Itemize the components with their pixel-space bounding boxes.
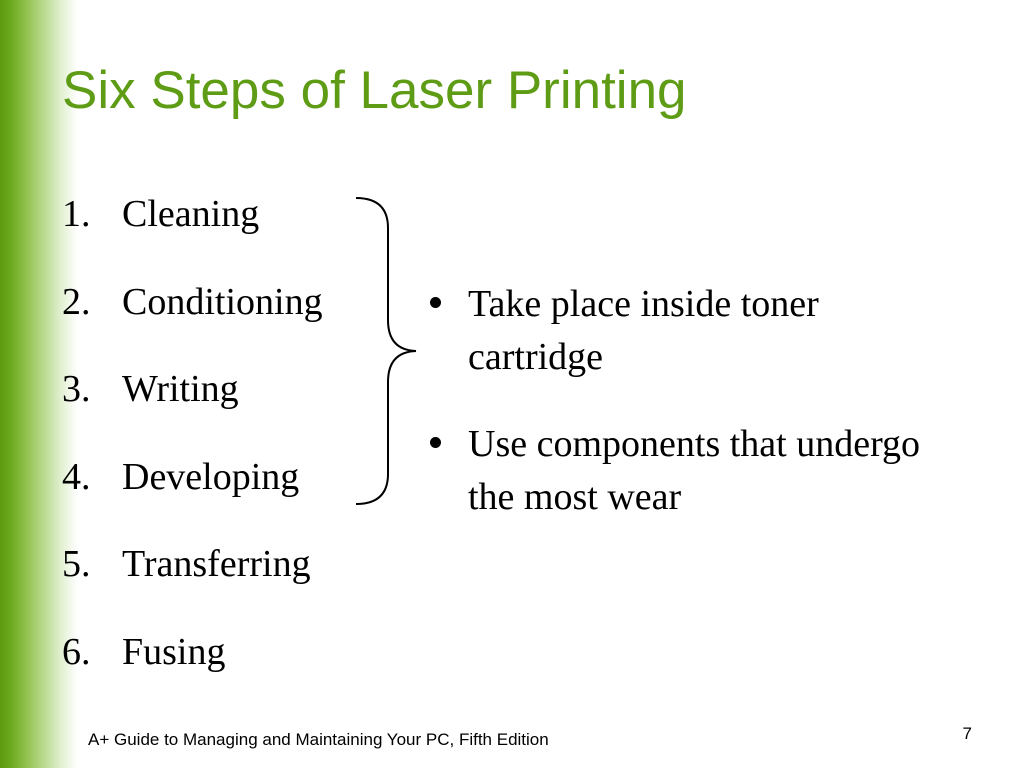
bullet-item: Take place inside toner cartridge <box>430 278 950 384</box>
step-label: Writing <box>122 368 239 411</box>
bullet-dot-icon <box>430 437 441 448</box>
step-item: 2. Conditioning <box>62 278 323 366</box>
step-label: Transferring <box>122 543 311 586</box>
step-item: 1. Cleaning <box>62 190 323 278</box>
bullet-text: Take place inside toner cartridge <box>468 283 819 378</box>
step-item: 5. Transferring <box>62 540 323 628</box>
step-number: 5. <box>62 543 91 586</box>
steps-list: 1. Cleaning 2. Conditioning 3. Writing 4. De… <box>62 190 323 716</box>
slide-title: Six Steps of Laser Printing <box>62 61 687 120</box>
step-number: 1. <box>62 193 91 235</box>
step-label: Developing <box>122 455 300 498</box>
bullet-dot-icon <box>430 297 441 308</box>
step-label: Fusing <box>122 630 226 673</box>
step-item: 3. Writing <box>62 365 323 453</box>
step-number: 4. <box>62 455 91 498</box>
page-number: 7 <box>962 724 972 743</box>
step-label: Conditioning <box>122 280 323 323</box>
slide-footer: A+ Guide to Managing and Maintaining You… <box>88 730 549 749</box>
bullet-item: Use components that undergo the most wea… <box>430 418 950 524</box>
step-item: 6. Fusing <box>62 628 323 716</box>
green-gradient-bar <box>0 0 78 768</box>
step-number: 2. <box>62 280 91 323</box>
step-number: 3. <box>62 368 91 411</box>
step-label: Cleaning <box>122 193 260 235</box>
step-number: 6. <box>62 630 91 673</box>
step-item: 4. Developing <box>62 453 323 541</box>
bullet-list: Take place inside toner cartridge Use co… <box>430 278 950 558</box>
bullet-text: Use components that undergo the most wea… <box>468 423 921 518</box>
right-brace-icon <box>355 197 417 505</box>
